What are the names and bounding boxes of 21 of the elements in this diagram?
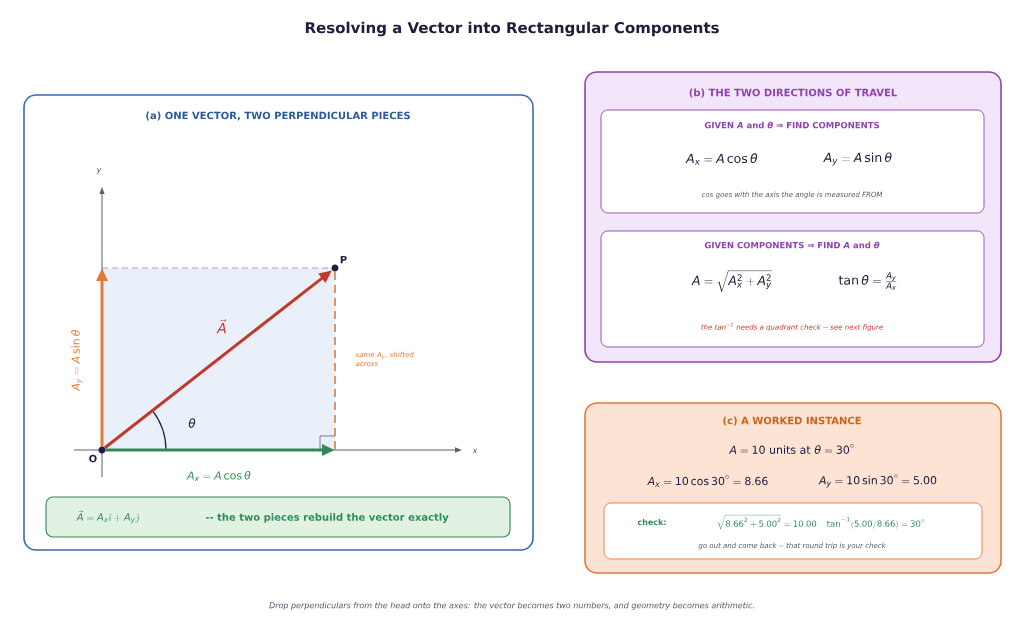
edge-label: $A_x = A\cos\theta$ — [186, 470, 251, 482]
node-label: O — [89, 454, 97, 463]
title: Resolving a Vector into Rectangular Components — [305, 21, 719, 37]
angle-label: θ — [188, 418, 196, 428]
formula: $\sqrt{8.66^2 + 5.00^2} = 10.00 \quad \tan^{-1}(5.00/8.66) = 30^{\circ}$ — [717, 515, 925, 530]
axis-label: y — [96, 167, 102, 174]
formula: $A_y = 10\sin 30^{\circ} = 5.00$ — [818, 474, 937, 488]
summary-text: -- the two pieces rebuild the vector exactly — [205, 513, 449, 523]
caption: Drop perpendiculars from the head onto the axes: the vector becomes two numbers, and geometry becomes arithmetic. — [269, 602, 754, 610]
formula: $A = \sqrt{A_x^2 + A_y^2}$ — [691, 270, 773, 292]
edge-label: $\vec{A}$ — [216, 318, 227, 334]
axis-label: x — [472, 448, 478, 454]
formula: $A_y = A\sin\theta$ — [823, 152, 892, 166]
point: P — [331, 255, 347, 272]
formula: $A_x = A\cos\theta$ — [685, 153, 758, 165]
node-label: P — [340, 255, 347, 264]
edge-label: $A_y = A\sin\theta$ — [71, 330, 83, 392]
point: O — [89, 446, 106, 463]
formula: $A_x = 10\cos 30^{\circ} = 8.66$ — [647, 475, 768, 487]
formula: $\tan\theta = \frac{A_y}{A_x}$ — [838, 272, 897, 290]
formula: $A = 10\ \mathrm{units\ at}\ \theta = 30^{\circ}$ — [728, 444, 854, 454]
